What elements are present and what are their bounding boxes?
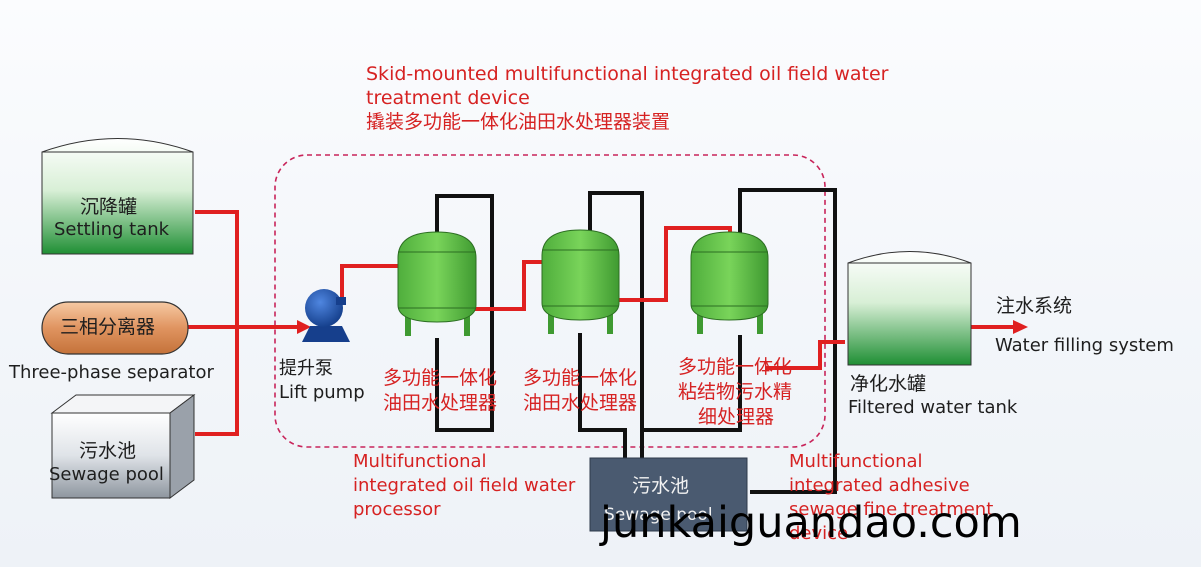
processor-vessel-2 xyxy=(541,229,620,334)
title-en-line-2: treatment device xyxy=(366,87,530,109)
fine-processor-en-line-3: sewage fine treatment xyxy=(789,499,994,520)
settling-tank-zh: 沉降罐 xyxy=(80,196,138,218)
processor-2-zh-line-2: 油田水处理器 xyxy=(523,392,638,414)
title-zh: 撬装多功能一体化油田水处理器装置 xyxy=(366,111,671,133)
processor-2-zh-line-1: 多功能一体化 xyxy=(523,367,638,389)
drain-line-vessel-2-bottom xyxy=(578,333,627,458)
water-filling-zh: 注水系统 xyxy=(996,295,1073,317)
settling-tank-en: Settling tank xyxy=(54,219,170,240)
drain-line-vessel-3-bottom xyxy=(642,335,742,432)
fine-processor-en-line-4: device xyxy=(789,523,849,544)
flow-vessel-1-to-2 xyxy=(474,260,546,311)
lift-pump xyxy=(302,289,350,342)
sewage-pool-left xyxy=(50,394,196,499)
lift-pump-en: Lift pump xyxy=(279,382,365,403)
three-phase-separator xyxy=(41,301,189,355)
three-phase-separator-en: Three-phase separator xyxy=(9,362,214,383)
flow-vessel-2-to-3 xyxy=(618,226,732,302)
flow-lines xyxy=(188,210,1016,436)
filtered-tank-zh: 净化水罐 xyxy=(850,373,927,395)
processor-en-line-1: Multifunctional xyxy=(353,451,487,472)
processor-3-zh-line-1: 多功能一体化 xyxy=(678,356,793,378)
skid-boundary xyxy=(274,154,826,448)
settling-tank xyxy=(41,138,194,255)
fine-processor-en-line-1: Multifunctional xyxy=(789,451,923,472)
sewage-pool-center xyxy=(589,457,748,532)
processor-1-zh-line-2: 油田水处理器 xyxy=(383,392,498,414)
arrow-to-water-filling xyxy=(1013,320,1028,334)
flow-pump-to-vessel-1 xyxy=(340,264,400,300)
processor-3-zh-line-2: 粘结物污水精 xyxy=(678,381,793,403)
filtered-tank-en: Filtered water tank xyxy=(848,397,1018,418)
flow-vessel-3-to-filtered-tank xyxy=(765,340,845,370)
lift-pump-zh: 提升泵 xyxy=(279,358,333,379)
three-phase-separator-zh: 三相分离器 xyxy=(60,316,156,338)
drain-line-vessel-2-top xyxy=(588,191,644,458)
sewage-pool-left-en: Sewage pool xyxy=(49,464,164,485)
sewage-pool-center-en: Sewage pool xyxy=(604,505,713,525)
sewage-pool-left-zh: 污水池 xyxy=(79,440,137,462)
processor-vessel-3 xyxy=(690,231,769,334)
water-filling-en: Water filling system xyxy=(995,335,1174,356)
fine-processor-en-line-2: integrated adhesive xyxy=(789,475,970,496)
drain-lines xyxy=(435,188,837,494)
processor-1-zh-line-1: 多功能一体化 xyxy=(383,367,498,389)
drain-line-vessel-1 xyxy=(435,194,494,432)
arrow-to-pump xyxy=(297,320,311,334)
watermark: junkaiguandao.com xyxy=(600,498,1022,548)
processor-vessel-1 xyxy=(397,231,477,336)
flow-from-tank-and-pool xyxy=(195,210,239,436)
processor-en-line-3: processor xyxy=(353,499,441,520)
drain-line-vessel-3-top xyxy=(738,188,837,494)
processor-3-zh-line-3: 细处理器 xyxy=(698,406,775,428)
sewage-pool-center-zh: 污水池 xyxy=(632,475,690,497)
title-en-line-1: Skid-mounted multifunctional integrated … xyxy=(366,63,889,85)
filtered-water-tank xyxy=(847,251,972,366)
processor-en-line-2: integrated oil field water xyxy=(353,475,576,496)
